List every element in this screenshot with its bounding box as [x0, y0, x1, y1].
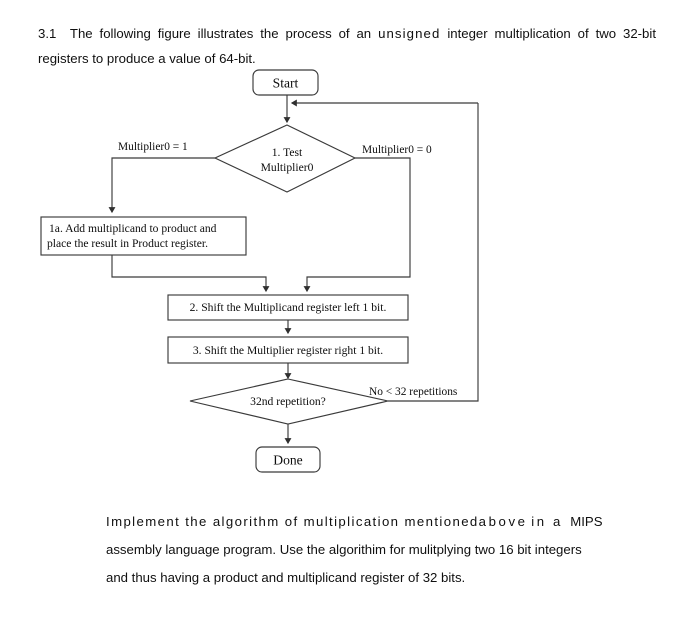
flow-node-done-label: Done: [273, 453, 302, 468]
flow-node-test-multiplier0: [213, 124, 357, 193]
flow-node-step2-label: 2. Shift the Multiplicand register left …: [190, 301, 387, 314]
connector-loopback-path: [388, 103, 479, 402]
task-line-3: and thus having a product and multiplica…: [106, 570, 466, 585]
question-intro-emphasis: unsigned: [378, 26, 441, 42]
flow-node-step1a-label-line2: place the result in Product register.: [47, 237, 208, 250]
edge-label-multiplier0-equals-0: Multiplier0 = 0: [362, 144, 432, 156]
flow-node-test-label-line2: Multiplier0: [261, 161, 314, 174]
flow-node-done: [255, 446, 321, 473]
flow-node-repetition-label: 32nd repetition?: [250, 395, 326, 408]
question-intro-paragraph: 3.1 The following figure illustrates the…: [38, 21, 656, 71]
task-paragraph: Implement the algorithm of multiplicatio…: [106, 508, 666, 592]
flow-node-start-label: Start: [273, 76, 299, 91]
task-line-1-part-d: MIPS: [570, 514, 603, 529]
task-line-1-part-a: Implement the algorithm of multiplicatio…: [106, 514, 479, 529]
task-line-2: assembly language program. Use the algor…: [106, 542, 582, 557]
flow-node-step1a: [40, 216, 247, 256]
task-line-1-part-c: in a: [531, 514, 563, 529]
question-intro-text-part2: integer multiplication of two 32-bit reg…: [38, 26, 656, 67]
flow-node-step2: [167, 294, 409, 321]
connector-test-to-step1a: [108, 157, 215, 214]
task-line-1-part-b: above: [478, 514, 528, 529]
flow-node-repetition-check: [189, 378, 389, 425]
connector-step1a-to-step2: [111, 255, 270, 293]
flow-node-step3-label: 3. Shift the Multiplier register right 1…: [193, 344, 383, 357]
flow-node-start: [252, 69, 319, 96]
question-number: 3.1: [38, 26, 57, 42]
connector-test-right-to-step2: [303, 157, 411, 293]
flow-node-step3: [167, 336, 409, 364]
flow-node-step1a-label-line1: 1a. Add multiplicand to product and: [49, 222, 217, 235]
question-intro-text-part1: The following figure illustrates the pro…: [69, 26, 372, 42]
edge-label-no-less-than-32-repetitions: No < 32 repetitions: [369, 386, 458, 398]
flow-node-test-label-line1: 1. Test: [272, 146, 303, 159]
task-line-1: Implement the algorithm of multiplicatio…: [106, 508, 666, 536]
edge-label-multiplier0-equals-1: Multiplier0 = 1: [118, 141, 188, 153]
multiplication-flowchart: Start 1. Test Multiplier0 Multiplier0 = …: [40, 69, 479, 473]
